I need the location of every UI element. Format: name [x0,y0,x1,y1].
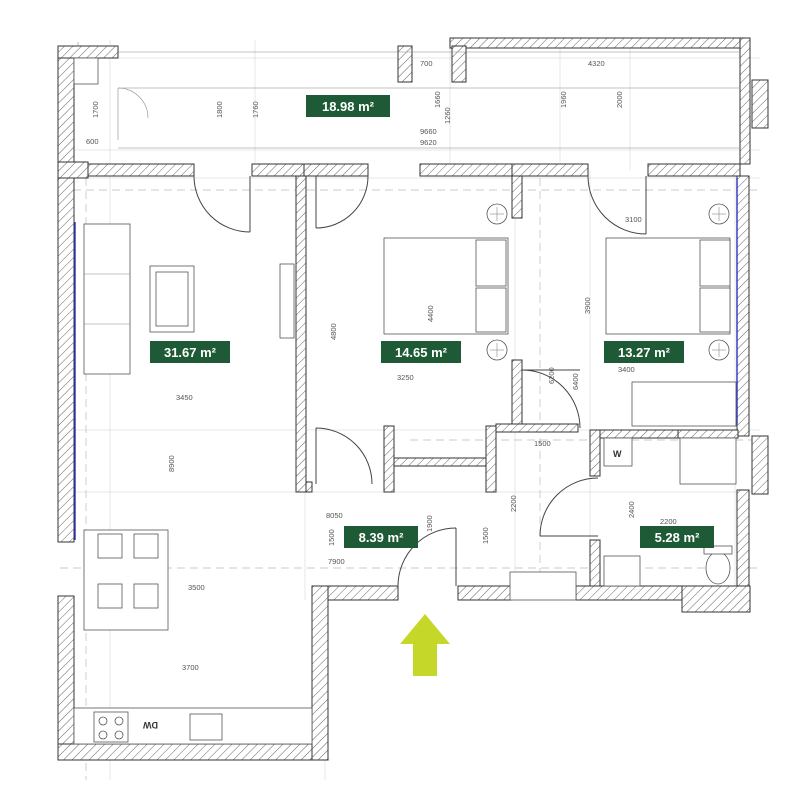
dim-3450: 3450 [176,393,193,402]
dim-4800: 4800 [329,323,338,340]
dim-3700: 3700 [182,663,199,672]
dim-1760: 1760 [251,101,260,118]
furniture [73,203,737,745]
dim-600: 600 [86,137,99,146]
dim-1500c: 1500 [481,527,490,544]
dim-4320: 4320 [588,59,605,68]
washer-label: W [613,449,622,459]
room-area-labels: 18.98 m² 31.67 m² 14.65 m² 13.27 m² 8.39… [150,95,714,548]
area-text-bedroom1: 14.65 m² [395,345,448,360]
area-badge-living: 31.67 m² [150,341,230,363]
dim-1800: 1800 [215,101,224,118]
dimension-labels: 700 4320 1700 1800 1760 1660 1260 1960 2… [86,59,677,672]
dishwasher-label: DW [143,720,158,730]
dim-6400: 6400 [571,373,580,390]
dim-1500a: 1500 [534,439,551,448]
dim-3500: 3500 [188,583,205,592]
area-text-balcony: 18.98 m² [322,99,375,114]
dim-1660: 1660 [433,91,442,108]
dim-8050: 8050 [326,511,343,520]
dim-2200b: 2200 [660,517,677,526]
area-badge-bedroom2: 13.27 m² [604,341,684,363]
area-text-bedroom2: 13.27 m² [618,345,671,360]
dim-2000: 2000 [615,91,624,108]
dim-3400: 3400 [618,365,635,374]
dim-4400: 4400 [426,305,435,322]
area-badge-balcony: 18.98 m² [306,95,390,117]
appliance-labels: W DW [143,449,622,730]
walls [57,161,769,761]
dim-1500b: 1500 [327,529,336,546]
dim-700: 700 [420,59,433,68]
dim-7900: 7900 [328,557,345,566]
dim-1260: 1260 [443,107,452,124]
dim-3900: 3900 [583,297,592,314]
area-badge-bedroom1: 14.65 m² [381,341,461,363]
dim-3100: 3100 [625,215,642,224]
entrance-arrow-icon [400,614,450,676]
dim-9620: 9620 [420,138,437,147]
dim-2400: 2400 [627,501,636,518]
dim-1700: 1700 [91,101,100,118]
area-badge-hall: 8.39 m² [344,526,418,548]
dim-3250: 3250 [397,373,414,382]
dim-1900: 1900 [425,515,434,532]
dim-6200: 6200 [547,367,556,384]
area-text-hall: 8.39 m² [359,530,404,545]
glazing-lines [74,178,738,540]
balcony-outline [57,37,769,165]
dim-9660: 9660 [420,127,437,136]
area-text-living: 31.67 m² [164,345,217,360]
area-badge-bathroom: 5.28 m² [640,526,714,548]
dim-2200a: 2200 [509,495,518,512]
dim-8900: 8900 [167,455,176,472]
dim-1960: 1960 [559,91,568,108]
area-text-bathroom: 5.28 m² [655,530,700,545]
